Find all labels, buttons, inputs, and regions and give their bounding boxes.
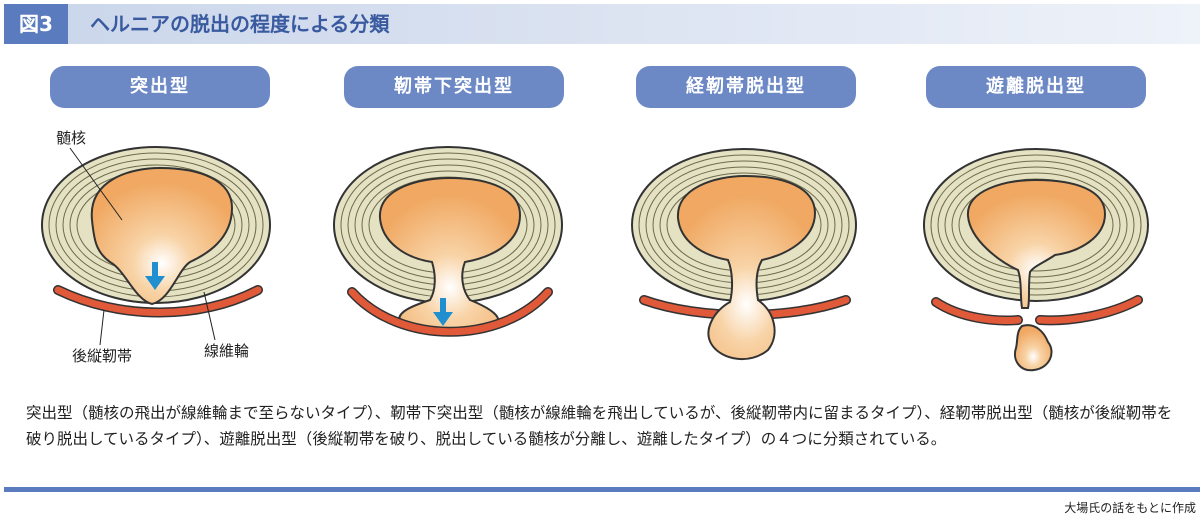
disc-transligamentous — [631, 148, 857, 361]
figure-header: 図3 ヘルニアの脱出の程度による分類 — [4, 4, 1200, 44]
disc-sequestration — [923, 148, 1149, 372]
figure-description: 突出型（髄核の飛出が線維輪まで至らないタイプ）、靭帯下突出型（髄核が線維輪を飛出… — [26, 404, 1173, 448]
panel-label-protrusion: 突出型 — [50, 66, 270, 108]
disc-illustrations — [41, 146, 1149, 372]
panel-label-sequestration: 遊離脱出型 — [926, 66, 1146, 108]
source-note: 大場氏の話をもとに作成 — [1064, 501, 1196, 515]
label-annulus-fibrosus: 線維輪 — [204, 342, 250, 360]
disc-protrusion — [41, 146, 271, 346]
figure-title: ヘルニアの脱出の程度による分類 — [90, 12, 390, 36]
label-nucleus: 髄核 — [56, 129, 87, 147]
figure-number: 図3 — [4, 4, 68, 44]
disc-subligamentous — [333, 146, 563, 337]
panel-label-subligamentous: 靭帯下突出型 — [344, 66, 564, 108]
label-posterior-longitudinal-ligament: 後縦靭帯 — [72, 347, 133, 365]
panel-label-transligamentous: 経靭帯脱出型 — [636, 66, 856, 108]
